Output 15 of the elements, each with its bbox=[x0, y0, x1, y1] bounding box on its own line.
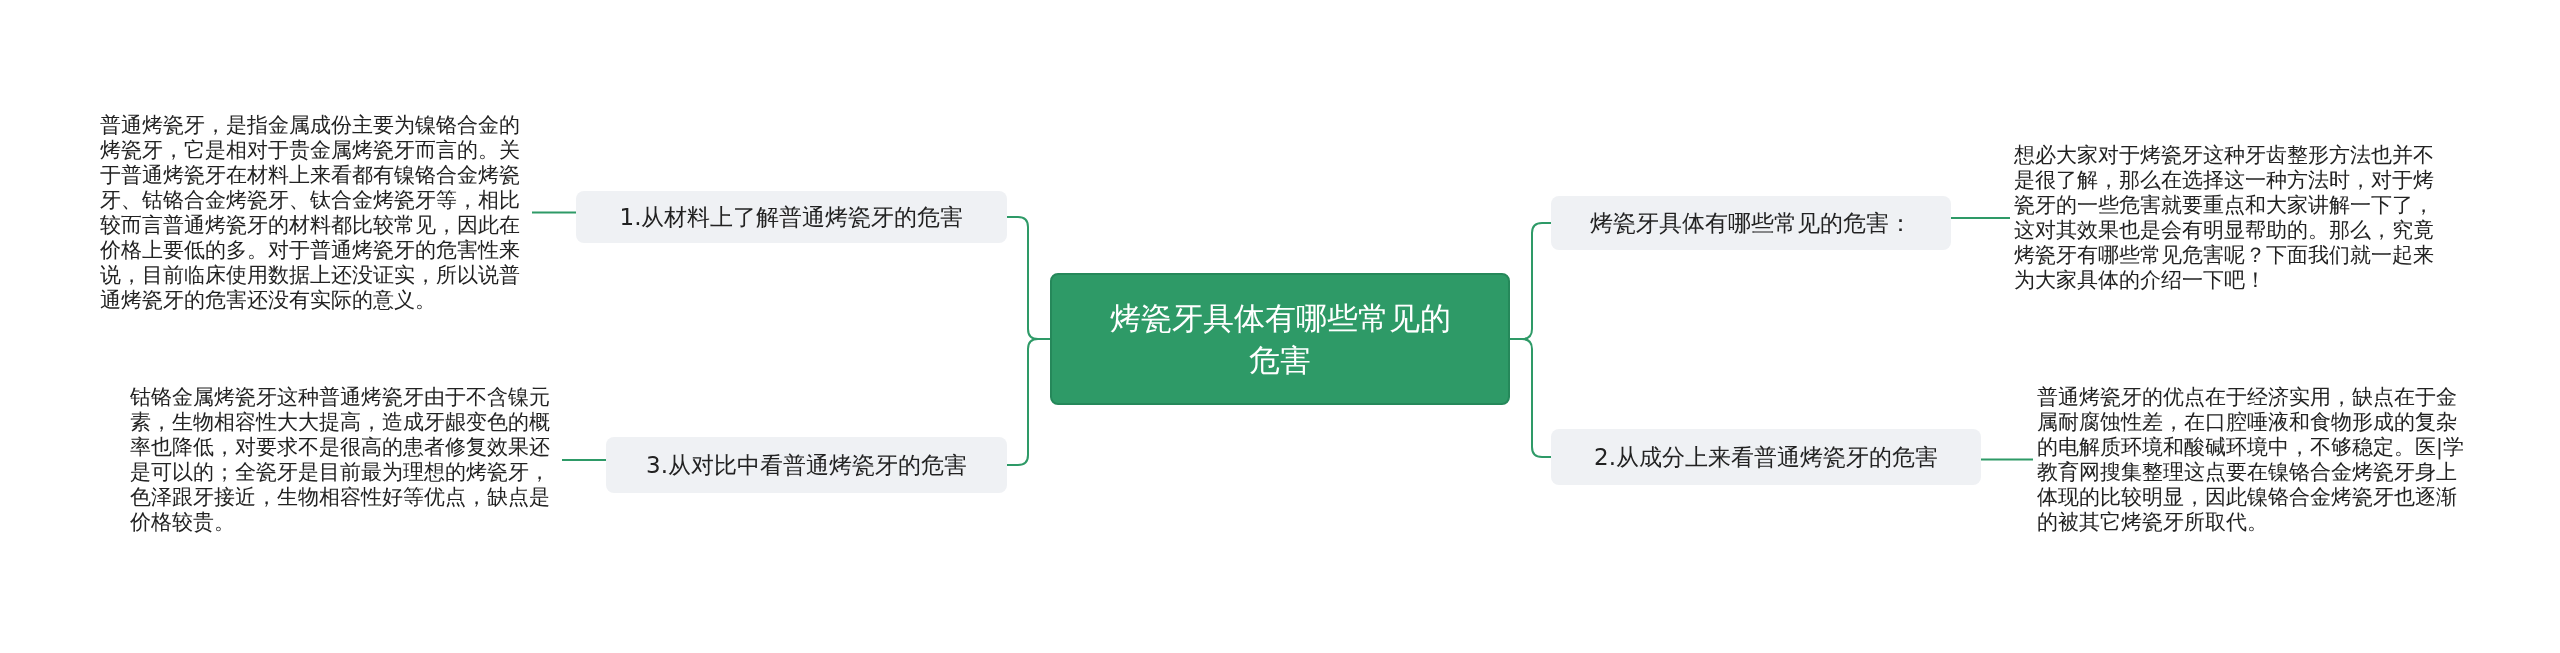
topic-box: 1.从材料上了解普通烤瓷牙的危害 bbox=[576, 191, 1007, 243]
connector-line bbox=[1950, 217, 2011, 219]
note-text: 普通烤瓷牙的优点在于经济实用，缺点在于金属耐腐蚀性差，在口腔唾液和食物形成的复杂的电解质环境和酸碱环境中，不够稳定。医|学教育网搜集整理这点要在镍铬合金烤瓷牙身上体现的比较明显，因此镍铬合金烤瓷牙也逐渐的被其它烤瓷牙所取代。 bbox=[2033, 372, 2469, 547]
topic-box: 烤瓷牙具体有哪些常见的危害： bbox=[1551, 196, 1951, 250]
connector-line bbox=[531, 211, 577, 214]
connector-line bbox=[1006, 338, 1051, 466]
topic-box: 2.从成分上来看普通烤瓷牙的危害 bbox=[1551, 429, 1981, 485]
topic-box: 3.从对比中看普通烤瓷牙的危害 bbox=[606, 437, 1007, 493]
connector-line bbox=[1509, 338, 1552, 458]
note-text: 钴铬金属烤瓷牙这种普通烤瓷牙由于不含镍元素，生物相容性大大提高，造成牙龈变色的概率也降低，对要求不是很高的患者修复效果还是可以的；全瓷牙是目前最为理想的烤瓷牙，色泽跟牙接近，生物相容性好等优点，缺点是价格较贵。 bbox=[126, 385, 562, 535]
note-text: 普通烤瓷牙，是指金属成份主要为镍铬合金的烤瓷牙，它是相对于贵金属烤瓷牙而言的。关于普通烤瓷牙在材料上来看都有镍铬合金烤瓷牙、钴铬合金烤瓷牙、钛合金烤瓷牙等，相比较而言普通烤瓷牙的材料都比较常见，因此在价格上要低的多。对于普通烤瓷牙的危害性来说，目前临床使用数据上还没证实，所以说普通烤瓷牙的危害还没有实际的意义。 bbox=[96, 100, 532, 325]
connector-line bbox=[561, 459, 607, 461]
connector-line bbox=[1980, 458, 2034, 461]
note-text: 想必大家对于烤瓷牙这种牙齿整形方法也并不是很了解，那么在选择这一种方法时，对于烤瓷牙的一些危害就要重点和大家讲解一下了，这对其效果也是会有明显帮助的。那么，究竟烤瓷牙有哪些常见危害呢？下面我们就一起来为大家具体的介绍一下吧！ bbox=[2010, 143, 2446, 293]
central-topic-box: 烤瓷牙具体有哪些常见的危害 bbox=[1050, 273, 1510, 405]
